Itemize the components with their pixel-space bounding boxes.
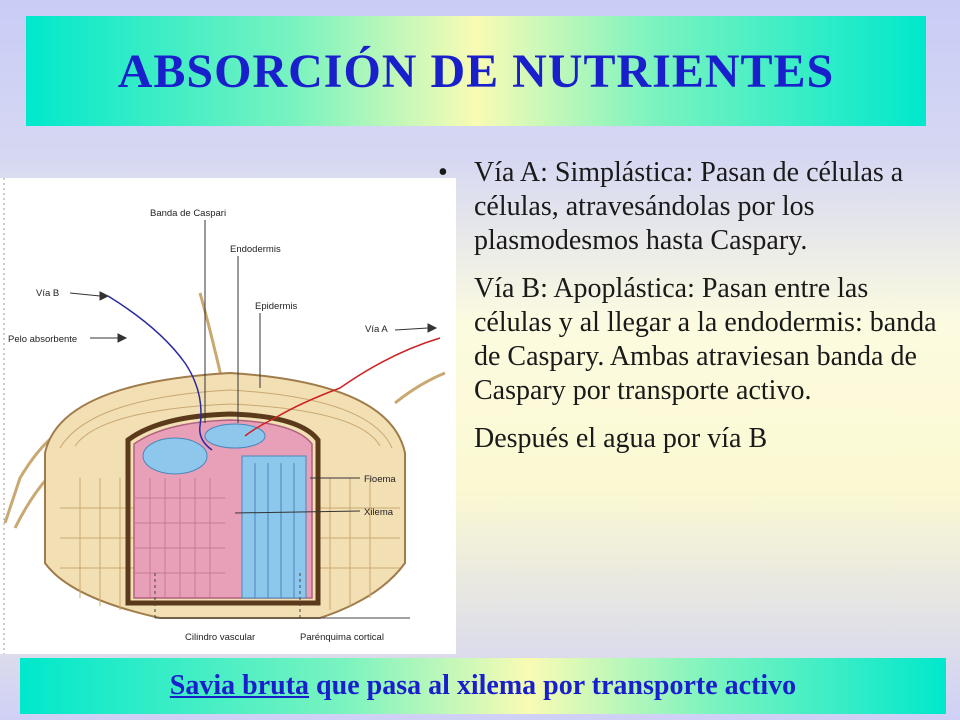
label-parenquima-cortical: Parénquima cortical [300, 632, 384, 643]
label-pelo-absorbente: Pelo absorbente [8, 334, 77, 345]
bullet-via-b: Vía B: Apoplástica: Pasan entre las célu… [436, 272, 946, 408]
xylem-blue-cells [142, 423, 307, 599]
bottom-banner-text: que pasa al xilema por transporte activo [309, 670, 797, 701]
title-banner: ABSORCIÓN DE NUTRIENTES [26, 16, 926, 126]
bullet-text: Vía B: Apoplástica: Pasan entre las célu… [474, 273, 937, 406]
via-a-path [244, 337, 441, 437]
label-cilindro-vascular: Cilindro vascular [185, 632, 255, 643]
label-via-b: Vía B [36, 288, 59, 299]
savia-bruta-term: Savia bruta [169, 670, 310, 701]
label-epidermis: Epidermis [255, 301, 297, 312]
bullet-dot-icon: • [438, 157, 448, 188]
bottom-banner: Savia bruta que pasa al xilema por trans… [20, 658, 946, 714]
endodermis-band [125, 411, 321, 606]
bullet-list: • Vía A: Simplástica: Pasan de células a… [436, 156, 946, 470]
label-floema: Floema [364, 474, 396, 485]
label-banda-caspari: Banda de Caspari [150, 208, 226, 219]
bullet-via-a: • Vía A: Simplástica: Pasan de células a… [436, 156, 946, 258]
label-xilema: Xilema [364, 507, 394, 518]
bullet-despues: Después el agua por vía B [436, 422, 946, 456]
slide-title: ABSORCIÓN DE NUTRIENTES [117, 44, 835, 98]
label-via-a: Vía A [365, 324, 388, 335]
bullet-text: Después el agua por vía B [474, 423, 768, 454]
label-endodermis: Endodermis [230, 244, 281, 255]
via-b-path [107, 295, 213, 451]
root-cross-section-diagram: Banda de Caspari Endodermis Epidermis Ví… [0, 178, 456, 654]
bullet-text: Vía A: Simplástica: Pasan de células a c… [474, 157, 904, 256]
